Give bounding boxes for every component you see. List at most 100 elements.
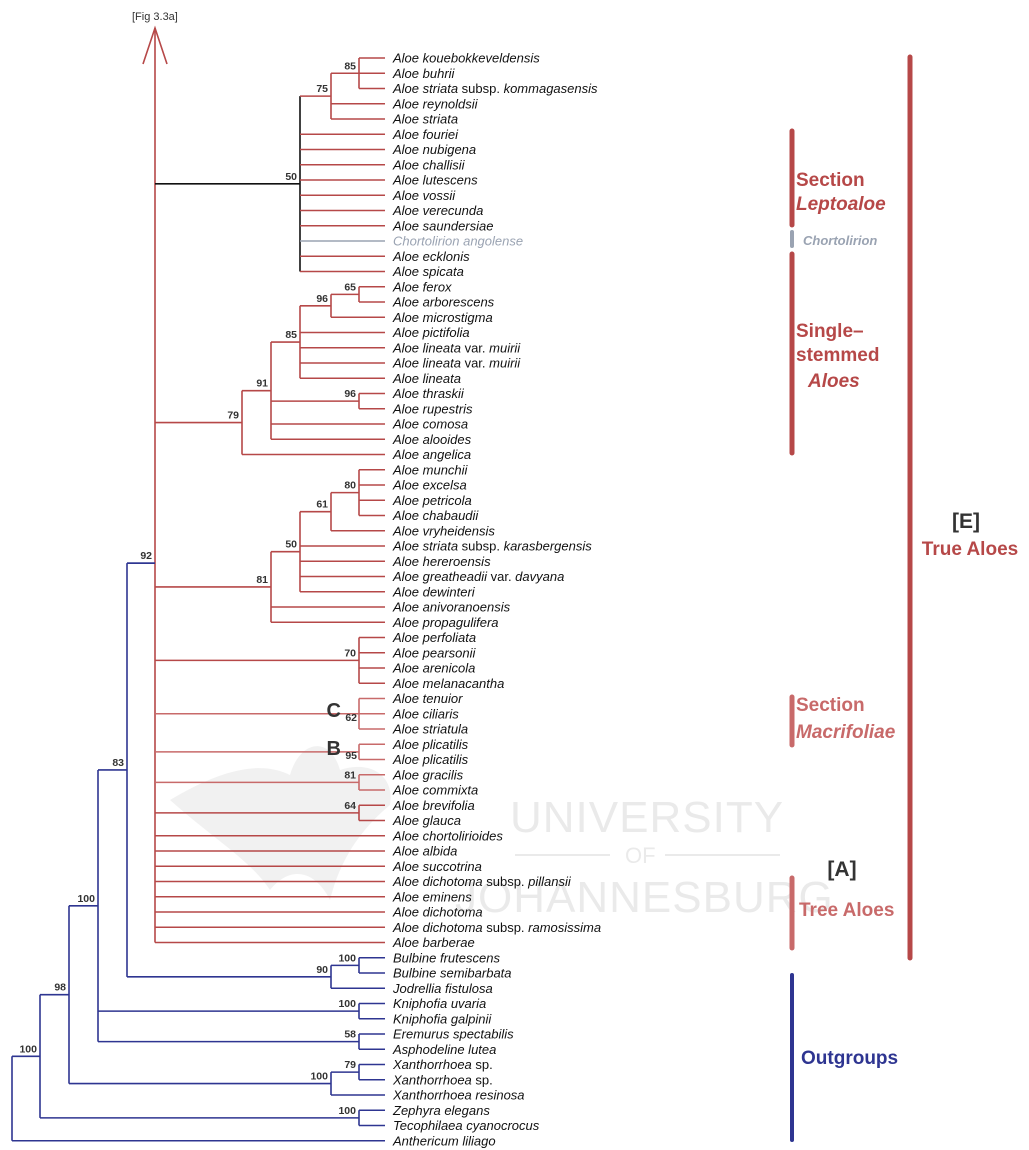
clade-label: Outgroups: [801, 1048, 898, 1069]
taxon-label: Xanthorrhoea sp.: [392, 1057, 493, 1072]
taxon-label: Aloe dichotoma subsp. ramosissima: [392, 920, 601, 935]
support-value: 96: [316, 293, 328, 305]
taxon-label: Aloe tenuior: [392, 691, 463, 706]
clade-label: Leptoaloe: [796, 194, 886, 215]
support-value: 96: [344, 388, 356, 400]
taxon-label: Aloe dichotoma subsp. pillansii: [392, 874, 572, 889]
node-letters: CB: [327, 700, 341, 760]
taxon-label: Aloe buhrii: [392, 66, 456, 81]
support-value: 85: [285, 329, 297, 341]
taxon-label: Aloe ferox: [392, 279, 452, 294]
node-letter: B: [327, 738, 341, 760]
watermark-line-3: JOHANNESBURG: [455, 873, 834, 922]
clade-label: [E]: [952, 510, 980, 533]
taxon-label: Aloe pearsonii: [392, 645, 477, 660]
taxon-label: Aloe succotrina: [392, 859, 482, 874]
taxon-label: Aloe petricola: [392, 493, 472, 508]
taxon-label: Aloe angelica: [392, 447, 471, 462]
taxon-label: Aloe hereroensis: [392, 554, 491, 569]
taxon-label: Aloe pictifolia: [392, 325, 470, 340]
support-value: 92: [140, 550, 152, 562]
figure-reference: [Fig 3.3a]: [132, 11, 178, 23]
support-value: 81: [344, 769, 356, 781]
taxon-label: Aloe lutescens: [392, 173, 478, 188]
taxon-label: Aloe dichotoma: [392, 905, 483, 920]
taxon-label: Eremurus spectabilis: [393, 1027, 514, 1042]
taxon-label: Aloe rupestris: [392, 401, 473, 416]
clade-label: True Aloes: [922, 539, 1018, 560]
taxon-label: Aloe challisii: [392, 157, 466, 172]
clade-label: Macrifoliae: [796, 722, 896, 743]
taxon-label: Aloe anivoranoensis: [392, 600, 511, 615]
support-value: 79: [344, 1059, 356, 1071]
taxon-label: Chortolirion angolense: [393, 234, 523, 249]
support-value: 100: [338, 1105, 356, 1117]
support-value: 100: [338, 952, 356, 964]
support-value: 83: [112, 757, 124, 769]
clade-label: Section: [796, 170, 865, 191]
taxon-label: Aloe striata subsp. kommagasensis: [392, 81, 598, 96]
clade-brackets: SectionLeptoaloeChortolirionSingle–stemm…: [789, 54, 1018, 1142]
taxon-label: Aloe striatula: [392, 722, 468, 737]
taxon-label: Aloe verecunda: [392, 203, 483, 218]
taxon-label: Aloe striata: [392, 112, 458, 127]
taxon-label: Aloe propagulifera: [392, 615, 499, 630]
taxon-label: Aloe striata subsp. karasbergensis: [392, 539, 592, 554]
taxon-label: Aloe chortolirioides: [392, 828, 503, 843]
taxon-label: Tecophilaea cyanocrocus: [393, 1118, 540, 1133]
taxon-label: Aloe lineata var. muirii: [392, 340, 521, 355]
watermark-line-1: UNIVERSITY: [510, 793, 784, 842]
clade-label: stemmed: [796, 345, 879, 366]
support-value: 100: [19, 1043, 37, 1055]
taxon-label: Jodrellia fistulosa: [392, 981, 493, 996]
taxon-label: Aloe vossii: [392, 188, 456, 203]
taxon-label: Aloe kouebokkeveldensis: [392, 51, 540, 66]
taxon-label: Aloe saundersiae: [392, 218, 493, 233]
support-value: 64: [344, 800, 356, 812]
support-values: 8575506596859691798061508170629581649210…: [19, 60, 357, 1117]
taxon-label: Aloe eminens: [392, 889, 472, 904]
taxon-label: Xanthorrhoea resinosa: [392, 1088, 525, 1103]
taxon-label: Aloe chabaudii: [392, 508, 479, 523]
watermark-crest-icon: [170, 746, 391, 900]
watermark-line-2: OF: [625, 843, 656, 868]
node-letter: C: [327, 700, 341, 722]
support-value: 50: [285, 539, 297, 551]
taxon-label: Aloe fouriei: [392, 127, 459, 142]
clade-label: Section: [796, 695, 865, 716]
clade-label: Tree Aloes: [799, 900, 894, 921]
support-value: 91: [256, 378, 268, 390]
taxon-label: Kniphofia uvaria: [393, 996, 486, 1011]
taxon-label: Aloe thraskii: [392, 386, 465, 401]
taxon-label: Asphodeline lutea: [392, 1042, 496, 1057]
taxon-label: Kniphofia galpinii: [393, 1011, 492, 1026]
taxon-label: Aloe barberae: [392, 935, 475, 950]
taxon-label: Aloe perfoliata: [392, 630, 476, 645]
taxon-label: Bulbine semibarbata: [393, 966, 512, 981]
taxon-label: Aloe melanacantha: [392, 676, 504, 691]
support-value: 65: [344, 281, 356, 293]
support-value: 95: [345, 750, 357, 762]
taxon-label: Aloe glauca: [392, 813, 461, 828]
support-value: 81: [256, 574, 268, 586]
taxon-label: Aloe brevifolia: [392, 798, 475, 813]
support-value: 61: [316, 499, 328, 511]
taxon-label: Aloe greatheadii var. davyana: [392, 569, 564, 584]
taxon-label: Aloe spicata: [392, 264, 464, 279]
taxon-label: Aloe dewinteri: [392, 584, 476, 599]
support-value: 98: [54, 982, 66, 994]
taxon-label: Aloe lineata var. muirii: [392, 356, 521, 371]
taxon-label: Xanthorrhoea sp.: [392, 1072, 493, 1087]
clade-label: [A]: [827, 858, 856, 881]
taxon-label: Aloe reynoldsii: [392, 96, 479, 111]
taxon-label: Aloe microstigma: [392, 310, 493, 325]
support-value: 50: [285, 171, 297, 183]
clade-label: Single–: [796, 321, 864, 342]
taxon-label: Aloe plicatilis: [392, 737, 469, 752]
support-value: 62: [345, 712, 357, 724]
support-value: 58: [344, 1029, 356, 1041]
taxon-label: Aloe nubigena: [392, 142, 476, 157]
taxon-label: Aloe commixta: [392, 783, 478, 798]
clade-label: Aloes: [807, 371, 860, 392]
